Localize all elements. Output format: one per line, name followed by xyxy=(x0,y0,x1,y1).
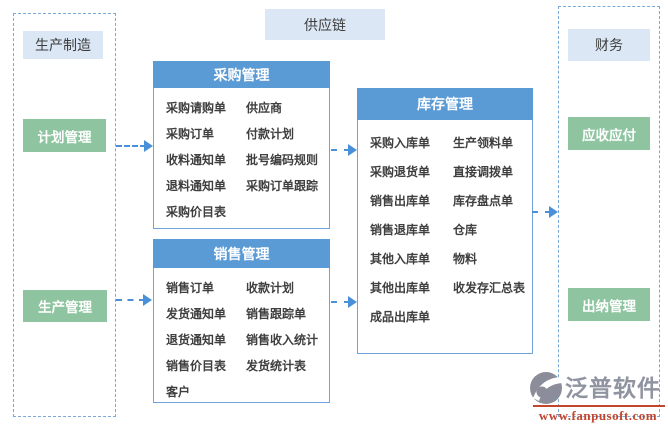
module-item: 销售退库单 xyxy=(370,223,431,237)
module-item: 客户 xyxy=(166,385,191,399)
arrow-head-icon xyxy=(143,294,152,306)
sales-module-header: 销售管理 xyxy=(153,239,330,268)
module-item: 采购入库单 xyxy=(370,136,431,150)
module-item: 退货通知单 xyxy=(166,333,227,347)
arrow-line xyxy=(532,211,551,213)
module-item: 发货通知单 xyxy=(166,307,227,321)
purchase-module: 采购管理 采购请购单 采购订单 收料通知单 退料通知单 采购价目表 供应商 付款… xyxy=(153,61,330,229)
module-item: 销售价目表 xyxy=(166,359,227,373)
module-item: 仓库 xyxy=(453,223,478,237)
module-item: 其他出库单 xyxy=(370,281,431,295)
module-item: 收发存汇总表 xyxy=(453,281,526,295)
chip-production-management: 生产管理 xyxy=(23,290,107,322)
module-item: 销售收入统计 xyxy=(246,333,319,347)
module-item: 采购订单跟踪 xyxy=(246,179,319,193)
module-item: 采购请购单 xyxy=(166,101,227,115)
inventory-module: 库存管理 采购入库单 采购退货单 销售出库单 销售退库单 其他入库单 其他出库单… xyxy=(357,88,533,354)
arrow-head-icon xyxy=(348,296,357,308)
module-item: 付款计划 xyxy=(246,127,295,141)
chip-production-manufacturing: 生产制造 xyxy=(23,31,103,59)
arrow-sales-to-inventory xyxy=(331,296,357,308)
module-item: 库存盘点单 xyxy=(453,194,514,208)
fanpu-website-link[interactable]: www.fanpusoft.com xyxy=(538,408,658,423)
logo-divider xyxy=(533,405,665,407)
module-item: 退料通知单 xyxy=(166,179,227,193)
arrow-head-icon xyxy=(549,206,558,218)
arrow-production-to-sales xyxy=(116,294,152,306)
fanpu-logo: 泛普软件 www.fanpusoft.com xyxy=(529,371,667,424)
arrow-head-icon xyxy=(348,144,357,156)
arrow-purchase-to-inventory xyxy=(331,144,357,156)
finance-group-box xyxy=(558,6,660,417)
chip-finance: 财务 xyxy=(568,29,650,61)
arrow-line xyxy=(331,149,350,151)
inventory-module-header: 库存管理 xyxy=(357,88,533,120)
module-item: 收料通知单 xyxy=(166,153,227,167)
fanpu-logo-icon xyxy=(529,371,563,405)
module-item: 物料 xyxy=(453,252,478,266)
arrow-plan-to-purchase xyxy=(116,140,153,152)
module-item: 采购价目表 xyxy=(166,205,227,219)
module-item: 采购退货单 xyxy=(370,165,431,179)
module-item: 采购订单 xyxy=(166,127,215,141)
module-item: 销售出库单 xyxy=(370,194,431,208)
arrow-line xyxy=(116,299,145,301)
arrow-inventory-to-finance xyxy=(532,206,558,218)
module-item: 收款计划 xyxy=(246,281,295,295)
module-item: 其他入库单 xyxy=(370,252,431,266)
chip-receivable-payable: 应收应付 xyxy=(568,117,650,150)
module-item: 批号编码规则 xyxy=(246,153,319,167)
module-item: 发货统计表 xyxy=(246,359,307,373)
module-item: 销售订单 xyxy=(166,281,215,295)
module-item: 成品出库单 xyxy=(370,310,431,324)
fanpu-logo-text: 泛普软件 xyxy=(565,375,661,401)
purchase-module-header: 采购管理 xyxy=(153,61,330,88)
chip-cashier-management: 出纳管理 xyxy=(568,288,650,321)
production-group-box xyxy=(13,13,116,417)
sales-module: 销售管理 销售订单 发货通知单 退货通知单 销售价目表 客户 收款计划 销售跟踪… xyxy=(153,239,330,403)
arrow-head-icon xyxy=(144,140,153,152)
module-item: 生产领料单 xyxy=(453,136,514,150)
arrow-line xyxy=(116,145,146,147)
arrow-line xyxy=(331,301,350,303)
module-item: 销售跟踪单 xyxy=(246,307,307,321)
module-item: 供应商 xyxy=(246,101,283,115)
chip-plan-management: 计划管理 xyxy=(23,119,106,152)
module-item: 直接调拨单 xyxy=(453,165,514,179)
chip-supply-chain: 供应链 xyxy=(265,9,385,40)
